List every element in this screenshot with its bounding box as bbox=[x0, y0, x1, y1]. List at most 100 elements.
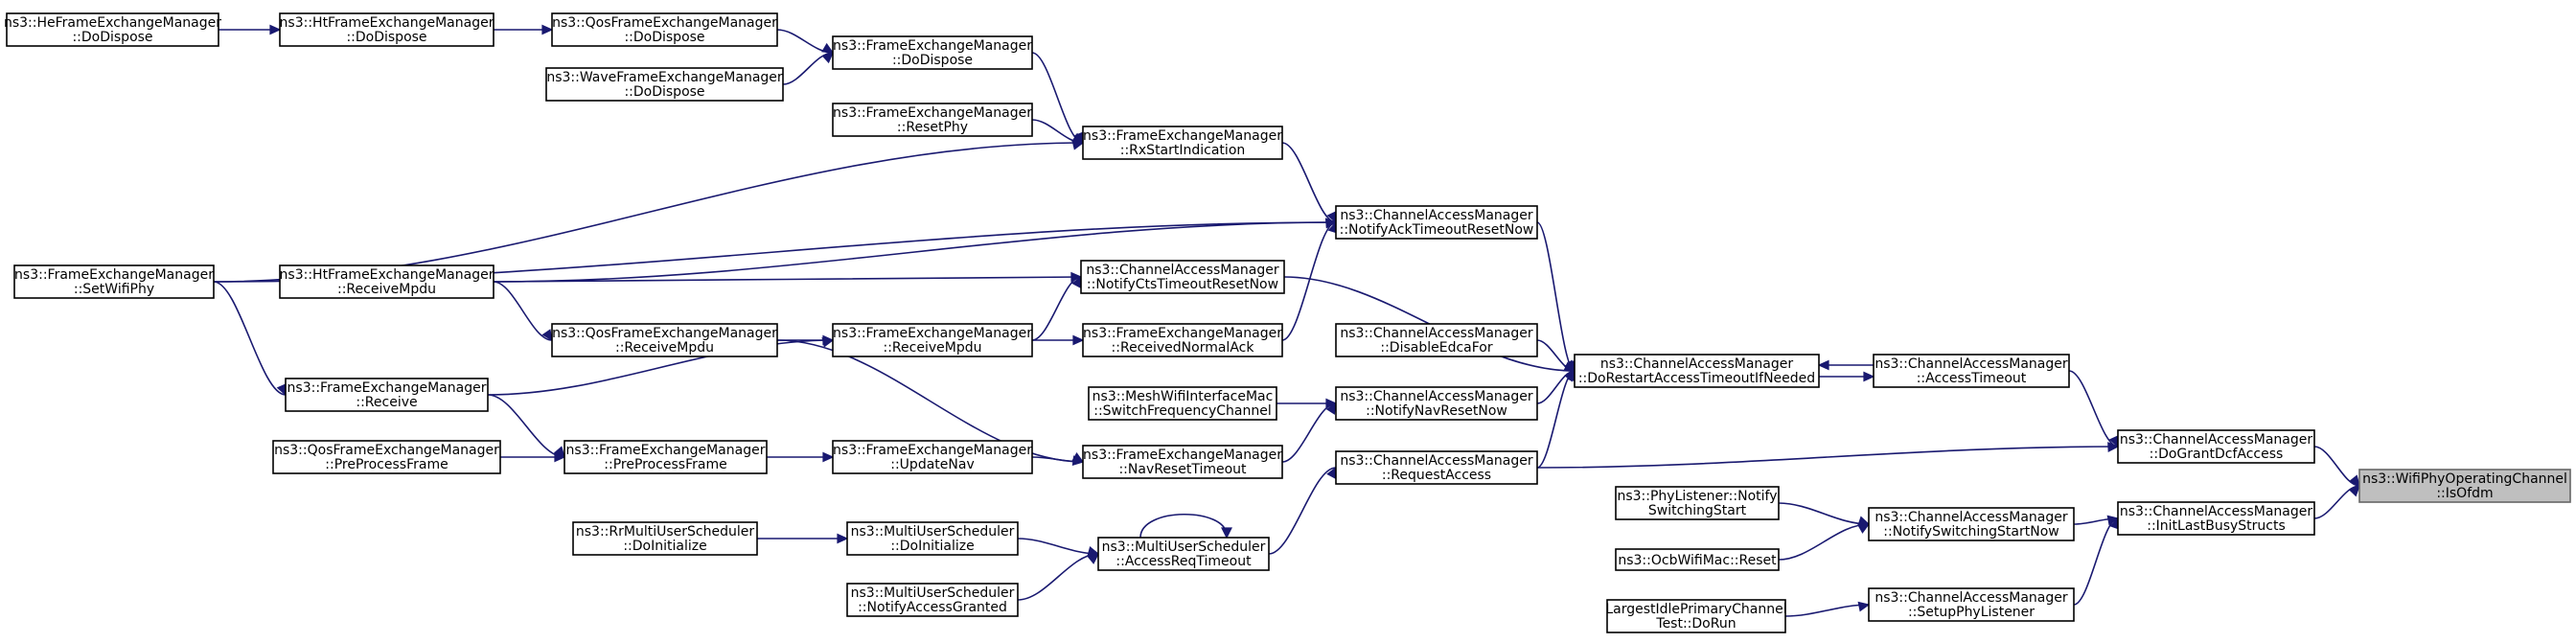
node-box bbox=[1574, 354, 1820, 388]
node-label-line1: ns3::ChannelAccessManager bbox=[1340, 389, 1533, 404]
node-box bbox=[832, 440, 1033, 474]
node-camDoGrant[interactable]: ns3::ChannelAccessManager::DoGrantDcfAcc… bbox=[2117, 429, 2315, 464]
node-box bbox=[1335, 205, 1538, 240]
node-camNotifyCts[interactable]: ns3::ChannelAccessManager::NotifyCtsTime… bbox=[1080, 260, 1285, 294]
node-label-line1: ns3::PhyListener::Notify bbox=[1617, 489, 1777, 504]
edge-musAccessReq-self-loop-arrowhead bbox=[1221, 527, 1232, 540]
node-heFemDispose[interactable]: ns3::HeFrameExchangeManager::DoDispose bbox=[4, 12, 221, 47]
node-meshSwitch[interactable]: ns3::MeshWifiInterfaceMac::SwitchFrequen… bbox=[1088, 386, 1277, 421]
node-box bbox=[832, 103, 1033, 137]
node-box bbox=[272, 440, 501, 474]
edge-camDoRestart-to-camAccessTimeout-arrowhead bbox=[1863, 371, 1875, 382]
node-box bbox=[551, 12, 778, 47]
node-camInitLast[interactable]: ns3::ChannelAccessManager::InitLastBusyS… bbox=[2117, 501, 2315, 536]
node-box bbox=[1335, 450, 1538, 485]
node-musNotifyGranted[interactable]: ns3::MultiUserScheduler::NotifyAccessGra… bbox=[846, 583, 1019, 617]
node-camRequestAccess[interactable]: ns3::ChannelAccessManager::RequestAccess bbox=[1335, 450, 1538, 485]
node-htReceiveMpdu[interactable]: ns3::HtFrameExchangeManager::ReceiveMpdu bbox=[279, 264, 494, 299]
edge-femRxStart-to-camNotifyAck bbox=[1281, 142, 1337, 223]
node-camDisableEdca[interactable]: ns3::ChannelAccessManager::DisableEdcaFo… bbox=[1335, 323, 1538, 357]
node-label-line1: ns3::MultiUserScheduler bbox=[1102, 540, 1266, 555]
node-phyListenerNotify[interactable]: ns3::PhyListener::NotifySwitchingStart bbox=[1615, 486, 1780, 520]
node-htFemDispose[interactable]: ns3::HtFrameExchangeManager::DoDispose bbox=[279, 12, 494, 47]
edge-femRecvNormalAck-to-camNotifyAck bbox=[1281, 221, 1337, 341]
node-label-line2: ::ReceiveMpdu bbox=[615, 340, 714, 356]
node-femUpdateNav[interactable]: ns3::FrameExchangeManager::UpdateNav bbox=[832, 440, 1033, 474]
node-label-line1: ns3::FrameExchangeManager bbox=[833, 443, 1032, 458]
node-qosPreProcess[interactable]: ns3::QosFrameExchangeManager::PreProcess… bbox=[272, 440, 501, 474]
node-label-line2: ::InitLastBusyStructs bbox=[2147, 518, 2286, 534]
edge-camDisableEdca-to-camDoRestart-arrowhead bbox=[1563, 359, 1576, 373]
node-box bbox=[13, 264, 215, 299]
node-waveFemDispose[interactable]: ns3::WaveFrameExchangeManager::DoDispose bbox=[545, 67, 784, 102]
edge-htReceiveMpdu-to-camNotifyAck bbox=[493, 221, 1337, 283]
edge-femUpdateNav-to-femNavReset-arrowhead bbox=[1071, 455, 1085, 466]
node-musAccessReq[interactable]: ns3::MultiUserScheduler::AccessReqTimeou… bbox=[1097, 537, 1270, 571]
node-rrDoInit[interactable]: ns3::RrMultiUserScheduler::DoInitialize bbox=[572, 521, 758, 556]
node-label-line1: ns3::ChannelAccessManager bbox=[1874, 510, 2068, 525]
node-label-line2: ::AccessReqTimeout bbox=[1116, 554, 1252, 569]
node-qosFemDispose[interactable]: ns3::QosFrameExchangeManager::DoDispose bbox=[551, 12, 778, 47]
edge-femDispose-to-femRxStart bbox=[1031, 52, 1084, 144]
node-camDoRestart[interactable]: ns3::ChannelAccessManager::DoRestartAcce… bbox=[1574, 354, 1820, 388]
node-label-line1: ns3::ChannelAccessManager bbox=[1340, 326, 1533, 341]
edge-musNotifyGranted-to-musAccessReq-arrowhead bbox=[1087, 553, 1100, 564]
edge-femNavReset-to-camNotifyNav bbox=[1281, 402, 1337, 463]
node-box bbox=[2358, 469, 2571, 503]
node-camNotifySwitching[interactable]: ns3::ChannelAccessManager::NotifySwitchi… bbox=[1868, 507, 2075, 541]
node-box bbox=[832, 35, 1033, 70]
node-box bbox=[279, 12, 494, 47]
node-label-line2: ::SetWifiPhy bbox=[74, 282, 154, 297]
node-label-line1: ns3::FrameExchangeManager bbox=[288, 380, 487, 396]
node-femRecvNormalAck[interactable]: ns3::FrameExchangeManager::ReceivedNorma… bbox=[1082, 323, 1283, 357]
node-box bbox=[1082, 126, 1283, 160]
node-label-line1: ns3::HtFrameExchangeManager bbox=[280, 15, 494, 31]
node-qosReceiveMpdu[interactable]: ns3::QosFrameExchangeManager::ReceiveMpd… bbox=[551, 323, 778, 357]
node-box bbox=[6, 12, 219, 47]
node-label-line2: ::NotifyCtsTimeoutResetNow bbox=[1087, 277, 1278, 292]
node-label-line1: ns3::MultiUserScheduler bbox=[851, 586, 1015, 601]
node-label-line1: ns3::HeFrameExchangeManager bbox=[4, 15, 221, 31]
node-label-line2: ::DoInitialize bbox=[623, 539, 706, 554]
edge-camDisableEdca-to-camDoRestart bbox=[1536, 339, 1576, 372]
node-camNotifyNav[interactable]: ns3::ChannelAccessManager::NotifyNavRese… bbox=[1335, 386, 1538, 421]
node-label-line2: ::ReceiveMpdu bbox=[337, 282, 436, 297]
node-femReceive[interactable]: ns3::FrameExchangeManager::Receive bbox=[285, 378, 489, 412]
edge-femReceiveMpdu-to-camNotifyCts bbox=[1031, 276, 1082, 341]
node-label-line2: SwitchingStart bbox=[1648, 503, 1747, 518]
node-femNavReset[interactable]: ns3::FrameExchangeManager::NavResetTimeo… bbox=[1082, 445, 1283, 479]
node-femDispose[interactable]: ns3::FrameExchangeManager::DoDispose bbox=[832, 35, 1033, 70]
edge-camNotifyAck-to-camDoRestart bbox=[1536, 221, 1576, 372]
node-label-line1: ns3::FrameExchangeManager bbox=[833, 326, 1032, 341]
edge-femReceive-to-femReceiveMpdu bbox=[487, 339, 834, 396]
node-box bbox=[2117, 501, 2315, 536]
node-label-line1: ns3::FrameExchangeManager bbox=[14, 267, 214, 283]
node-box bbox=[564, 440, 768, 474]
node-box bbox=[1082, 323, 1283, 357]
node-label-line2: ::AccessTimeout bbox=[1917, 371, 2027, 386]
node-box bbox=[279, 264, 494, 299]
node-label-line1: ns3::ChannelAccessManager bbox=[2120, 504, 2313, 519]
node-femPreProcess[interactable]: ns3::FrameExchangeManager::PreProcessFra… bbox=[564, 440, 768, 474]
node-label-line1: ns3::FrameExchangeManager bbox=[1083, 128, 1282, 144]
node-root[interactable]: ns3::WifiPhyOperatingChannel::IsOfdm bbox=[2358, 469, 2571, 503]
node-camSetupPhy[interactable]: ns3::ChannelAccessManager::SetupPhyListe… bbox=[1868, 587, 2075, 622]
node-femSetWifiPhy[interactable]: ns3::FrameExchangeManager::SetWifiPhy bbox=[13, 264, 215, 299]
node-label-line1: ns3::FrameExchangeManager bbox=[566, 443, 766, 458]
node-box bbox=[1615, 548, 1780, 571]
node-box bbox=[1097, 537, 1270, 571]
node-musDoInit[interactable]: ns3::MultiUserScheduler::DoInitialize bbox=[846, 521, 1019, 556]
node-label-line2: ::RequestAccess bbox=[1382, 468, 1491, 483]
node-label-line1: ns3::FrameExchangeManager bbox=[1083, 326, 1282, 341]
node-camNotifyAck[interactable]: ns3::ChannelAccessManager::NotifyAckTime… bbox=[1335, 205, 1538, 240]
node-box bbox=[285, 378, 489, 412]
node-femResetPhy[interactable]: ns3::FrameExchangeManager::ResetPhy bbox=[832, 103, 1033, 137]
node-label-line2: Test::DoRun bbox=[1655, 616, 1736, 632]
node-ocbReset[interactable]: ns3::OcbWifiMac::Reset bbox=[1615, 548, 1780, 571]
node-femRxStart[interactable]: ns3::FrameExchangeManager::RxStartIndica… bbox=[1082, 126, 1283, 160]
node-camAccessTimeout[interactable]: ns3::ChannelAccessManager::AccessTimeout bbox=[1873, 354, 2070, 388]
edge-femReceiveMpdu-to-femRecvNormalAck-arrowhead bbox=[1072, 334, 1085, 346]
node-box bbox=[1088, 386, 1277, 421]
node-femReceiveMpdu[interactable]: ns3::FrameExchangeManager::ReceiveMpdu bbox=[832, 323, 1033, 357]
